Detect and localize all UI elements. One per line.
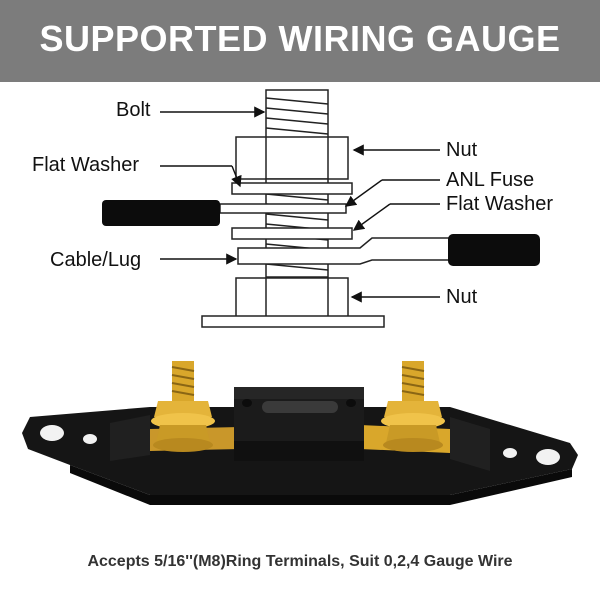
- banner-title: SUPPORTED WIRING GAUGE: [39, 18, 561, 59]
- left-cable-icon: [102, 200, 220, 226]
- right-cable-icon: [448, 234, 540, 266]
- gold-terminal-stud-icon: [381, 361, 445, 452]
- product-photo: [0, 345, 600, 535]
- label-nut-bottom: Nut: [446, 286, 478, 308]
- fuse-slot-cover-icon: [234, 387, 364, 461]
- assembly-drawing: [102, 89, 540, 328]
- gold-terminal-stud-icon: [151, 361, 215, 452]
- label-anl-fuse: ANL Fuse: [446, 169, 535, 191]
- product-caption: Accepts 5/16''(M8)Ring Terminals, Suit 0…: [87, 553, 513, 570]
- title-banner: SUPPORTED WIRING GAUGE: [0, 0, 600, 82]
- label-flat-washer-top: Flat Washer: [32, 154, 140, 176]
- anl-fuse-plate: [219, 203, 347, 214]
- fuse-holder-base-icon: [22, 361, 578, 505]
- label-flat-washer-right: Flat Washer: [446, 193, 554, 215]
- bottom-nut-shape: [235, 277, 349, 321]
- label-nut-top: Nut: [446, 139, 478, 161]
- label-cable-lug: Cable/Lug: [50, 249, 142, 271]
- label-bolt: Bolt: [116, 99, 151, 121]
- bolt-thread-top: [265, 89, 329, 139]
- second-flat-washer-shape: [231, 227, 353, 240]
- base-plate-shape: [201, 315, 385, 328]
- exploded-assembly-diagram: Bolt Flat Washer Cable/Lug Nut ANL Fuse …: [0, 82, 600, 342]
- top-flat-washer-shape: [231, 182, 353, 195]
- top-nut-shape: [235, 136, 349, 180]
